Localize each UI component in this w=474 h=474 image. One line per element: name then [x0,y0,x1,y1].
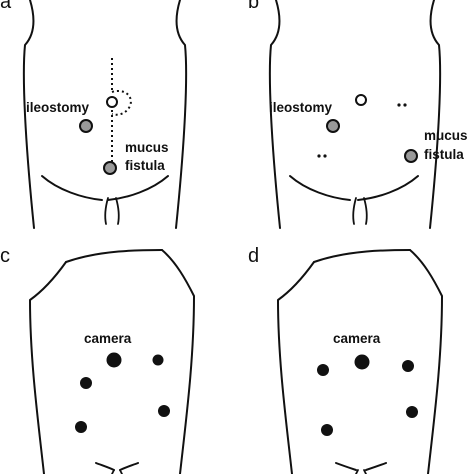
panel-b: b ileostomy mucus fistula [248,0,468,229]
panel-a-stoma-site-open [106,96,118,108]
panel-c-torso-outline [29,249,195,474]
panel-b-port-mark-2 [403,103,407,107]
panel-b-letter: b [248,0,259,13]
panel-c-port-upper-right [152,354,164,366]
panel-a: a ileostomy mucus fistula [0,0,188,229]
panel-c-port-upper-left [80,377,92,389]
panel-c-camera-label: camera [84,331,132,346]
panel-d-torso-outline [277,249,443,474]
panel-a-ileostomy-site [79,119,93,133]
panel-d-port-lower-right [406,406,418,418]
panel-a-incision-line [111,58,132,164]
panel-b-port-mark-4 [323,154,327,158]
panel-c: c camera [0,245,195,474]
panel-a-fistula-label: fistula [125,158,165,173]
panel-c-letter: c [0,245,10,267]
panel-d: d camera [248,245,443,474]
panel-c-port-lower-right [158,405,170,417]
panel-b-camera-port-open [355,94,367,106]
panel-a-ileostomy-label: ileostomy [26,100,90,115]
panel-b-ileostomy-label: ileostomy [269,100,333,115]
panel-a-torso-outline [22,0,188,229]
panel-d-camera-port [354,354,370,370]
panel-b-port-mark-3 [317,154,321,158]
panel-c-port-lower-left [75,421,87,433]
panel-b-mucus-label: mucus [424,128,468,143]
panel-b-fistula-label: fistula [424,147,464,162]
panel-d-port-upper-right [402,360,414,372]
panel-b-mucus-fistula-site [404,149,418,163]
panel-d-letter: d [248,245,259,267]
panel-a-mucus-fistula-site [103,161,117,175]
panel-b-port-mark-1 [397,103,401,107]
panel-d-port-upper-left [317,364,329,376]
panel-d-port-lower-left [321,424,333,436]
panel-a-mucus-label: mucus [125,140,169,155]
panel-b-torso-outline [268,0,442,229]
panel-b-ileostomy-site [326,119,340,133]
panel-d-camera-label: camera [333,331,381,346]
panel-c-camera-port [106,352,122,368]
panel-a-letter: a [0,0,12,13]
